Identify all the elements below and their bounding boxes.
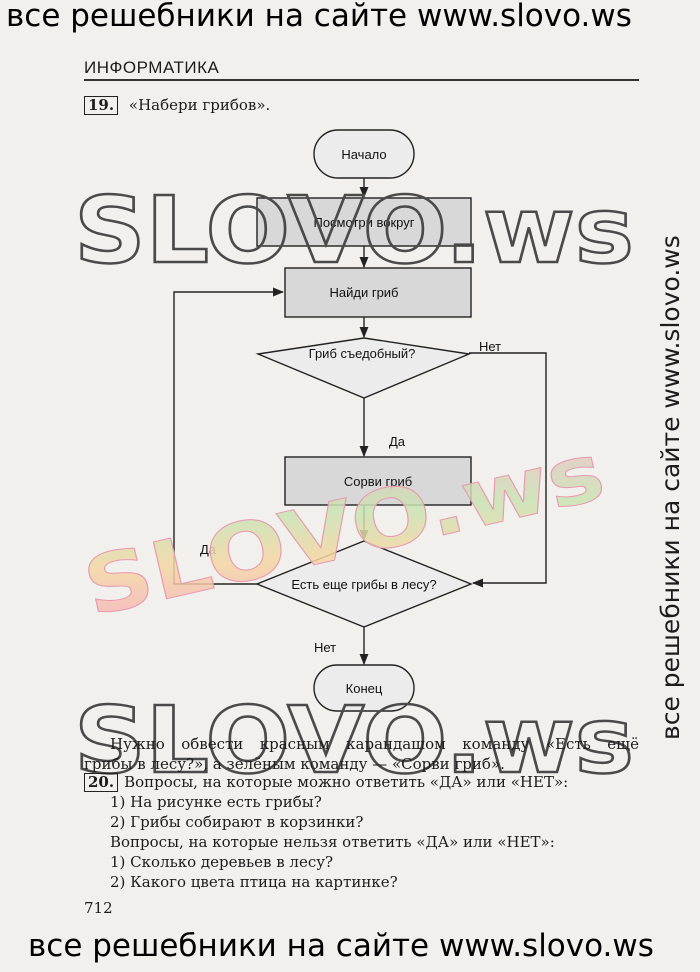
header-rule: [84, 79, 639, 81]
task-19-number: 19.: [84, 96, 119, 115]
more-mushrooms-label: Есть еще грибы в лесу?: [291, 577, 436, 592]
task-20-number: 20.: [84, 773, 119, 792]
section-header: ИНФОРМАТИКА: [84, 58, 220, 77]
branch-label-yes-edible: Да: [389, 434, 406, 449]
flowchart-connectors: [173, 178, 547, 666]
edible-decision: [255, 337, 472, 399]
task-19-title: «Набери грибов».: [128, 96, 271, 114]
task-20: 20. Вопросы, на которые можно ответить «Д…: [84, 772, 568, 892]
branch-label-yes-more: Да: [200, 542, 217, 557]
pick-mushroom-box: [284, 456, 472, 506]
watermark-outline-top: SLOVO.ws: [74, 177, 634, 284]
branch-label-no-edible: Нет: [479, 339, 501, 354]
pick-mushroom-label: Сорви гриб: [344, 474, 412, 489]
instruction-line-1: Нужно обвести красным карандашом команду…: [110, 735, 639, 753]
find-mushroom-label: Найди гриб: [329, 285, 398, 300]
look-around-box: [256, 197, 472, 247]
start-terminator: [313, 129, 415, 179]
edible-decision-label: Гриб съедобный?: [309, 346, 416, 361]
site-banner-bottom: все решебники на сайте www.slovo.ws: [28, 928, 654, 964]
yes-no-question-item: 2) Грибы собирают в корзинки?: [110, 813, 364, 831]
branch-label-no-more: Нет: [314, 640, 336, 655]
site-banner-top: все решебники на сайте www.slovo.ws: [6, 0, 632, 34]
find-mushroom-box: [284, 267, 472, 318]
instruction-line-2: грибы в лесу?», а зелёным команду — «Сор…: [84, 755, 505, 773]
open-question-item: 1) Сколько деревьев в лесу?: [110, 853, 334, 871]
yes-no-question-item: 1) На рисунке есть грибы?: [110, 793, 322, 811]
open-question-item: 2) Какого цвета птица на картинке?: [110, 873, 398, 891]
task-20-heading-open: Вопросы, на которые нельзя ответить «ДА»…: [110, 833, 555, 851]
look-around-label: Посмотри вокруг: [313, 215, 414, 230]
instruction-paragraph: Нужно обвести красным карандашом команду…: [84, 734, 639, 774]
watermark-outline-bottom: SLOVO.ws: [74, 687, 634, 794]
task-19-heading: 19. «Набери грибов».: [84, 96, 270, 115]
task-20-heading-yes-no: Вопросы, на которые можно ответить «ДА» …: [124, 773, 569, 791]
end-label: Конец: [346, 681, 383, 696]
start-label: Начало: [341, 147, 386, 162]
end-terminator: [313, 664, 415, 712]
page-number: 712: [84, 899, 113, 917]
more-mushrooms-decision: [255, 540, 473, 628]
